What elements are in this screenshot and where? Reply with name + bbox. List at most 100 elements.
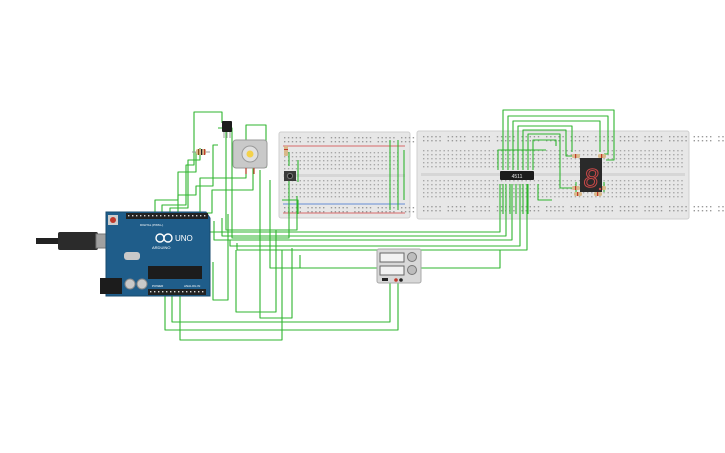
hole — [603, 136, 605, 138]
voltage-knob-icon[interactable] — [407, 252, 417, 262]
hole — [681, 206, 683, 208]
hole — [330, 184, 333, 186]
hole — [377, 207, 379, 209]
power-jack — [100, 278, 122, 294]
hole — [385, 160, 387, 162]
hole — [595, 154, 597, 156]
hole — [412, 211, 415, 213]
hole — [459, 140, 462, 142]
hole — [381, 156, 383, 158]
hole — [196, 215, 198, 217]
hole — [319, 156, 321, 158]
hole — [365, 160, 368, 162]
hole — [521, 154, 523, 156]
hole — [476, 196, 478, 198]
hole — [365, 192, 368, 194]
hole — [582, 140, 585, 142]
power-supply[interactable] — [376, 248, 422, 284]
current-knob-icon[interactable] — [407, 265, 417, 275]
hole — [562, 196, 564, 198]
hole — [338, 141, 340, 143]
hole — [574, 184, 577, 186]
pushbutton[interactable] — [284, 171, 296, 181]
hole — [648, 180, 650, 182]
hole — [307, 152, 309, 154]
hole — [533, 210, 536, 212]
hole — [365, 137, 368, 139]
hole — [443, 192, 445, 194]
hole — [299, 188, 301, 190]
hole — [554, 184, 556, 186]
hole — [319, 141, 321, 143]
hole — [342, 188, 344, 190]
hole — [311, 196, 313, 198]
hole — [362, 211, 364, 213]
hole — [669, 166, 671, 168]
wire — [537, 184, 552, 201]
hole — [192, 215, 194, 217]
hole — [685, 136, 687, 138]
arduino-uno[interactable]: UNO ARDUINO DIGITAL (PWM~) POWER ANALOG … — [36, 211, 211, 297]
hole — [677, 180, 679, 182]
hole — [570, 162, 572, 164]
hole — [404, 141, 407, 143]
hole — [427, 154, 429, 156]
hole — [521, 136, 523, 138]
resistor-small[interactable] — [284, 146, 288, 156]
resistor-left[interactable] — [192, 149, 210, 155]
hole — [188, 215, 190, 217]
hole — [566, 162, 568, 164]
hole — [307, 137, 309, 139]
transistor[interactable] — [222, 121, 232, 138]
ic-chip[interactable]: 4511 — [500, 171, 534, 180]
hole — [291, 207, 294, 209]
hole — [652, 206, 654, 208]
hole — [652, 140, 654, 142]
hole — [408, 141, 411, 143]
hole — [369, 196, 372, 198]
hole — [578, 136, 581, 138]
seven-segment-display[interactable]: 8 — [580, 158, 602, 194]
hole — [673, 196, 675, 198]
hole — [373, 180, 376, 182]
hole — [303, 192, 305, 194]
hole — [338, 180, 340, 182]
hole — [705, 210, 708, 212]
hole — [311, 180, 313, 182]
hole — [660, 192, 663, 194]
hole — [500, 210, 503, 212]
breadboard-small[interactable] — [278, 131, 418, 219]
hole — [377, 180, 379, 182]
hole — [574, 162, 577, 164]
hole — [307, 192, 309, 194]
hole — [632, 206, 634, 208]
hole — [311, 160, 313, 162]
hole — [323, 137, 325, 139]
hole — [338, 192, 340, 194]
hole — [323, 207, 325, 209]
hole — [611, 150, 613, 152]
hole — [144, 215, 146, 217]
hole — [615, 150, 618, 152]
hole — [546, 136, 548, 138]
hole — [354, 188, 356, 190]
hole — [342, 152, 344, 154]
hole — [330, 137, 333, 139]
hole — [693, 140, 695, 142]
hole — [611, 192, 613, 194]
hole — [385, 211, 387, 213]
hole — [681, 136, 683, 138]
hole — [673, 188, 675, 190]
hole — [505, 140, 507, 142]
hole — [521, 206, 523, 208]
hole — [505, 180, 507, 182]
hole — [439, 180, 441, 182]
hole — [184, 215, 186, 217]
breadboard-large[interactable] — [416, 130, 724, 220]
dc-motor[interactable] — [232, 139, 268, 174]
hole — [315, 180, 317, 182]
hole — [447, 188, 449, 190]
hole — [423, 140, 425, 142]
hole — [455, 136, 458, 138]
hole — [640, 184, 642, 186]
